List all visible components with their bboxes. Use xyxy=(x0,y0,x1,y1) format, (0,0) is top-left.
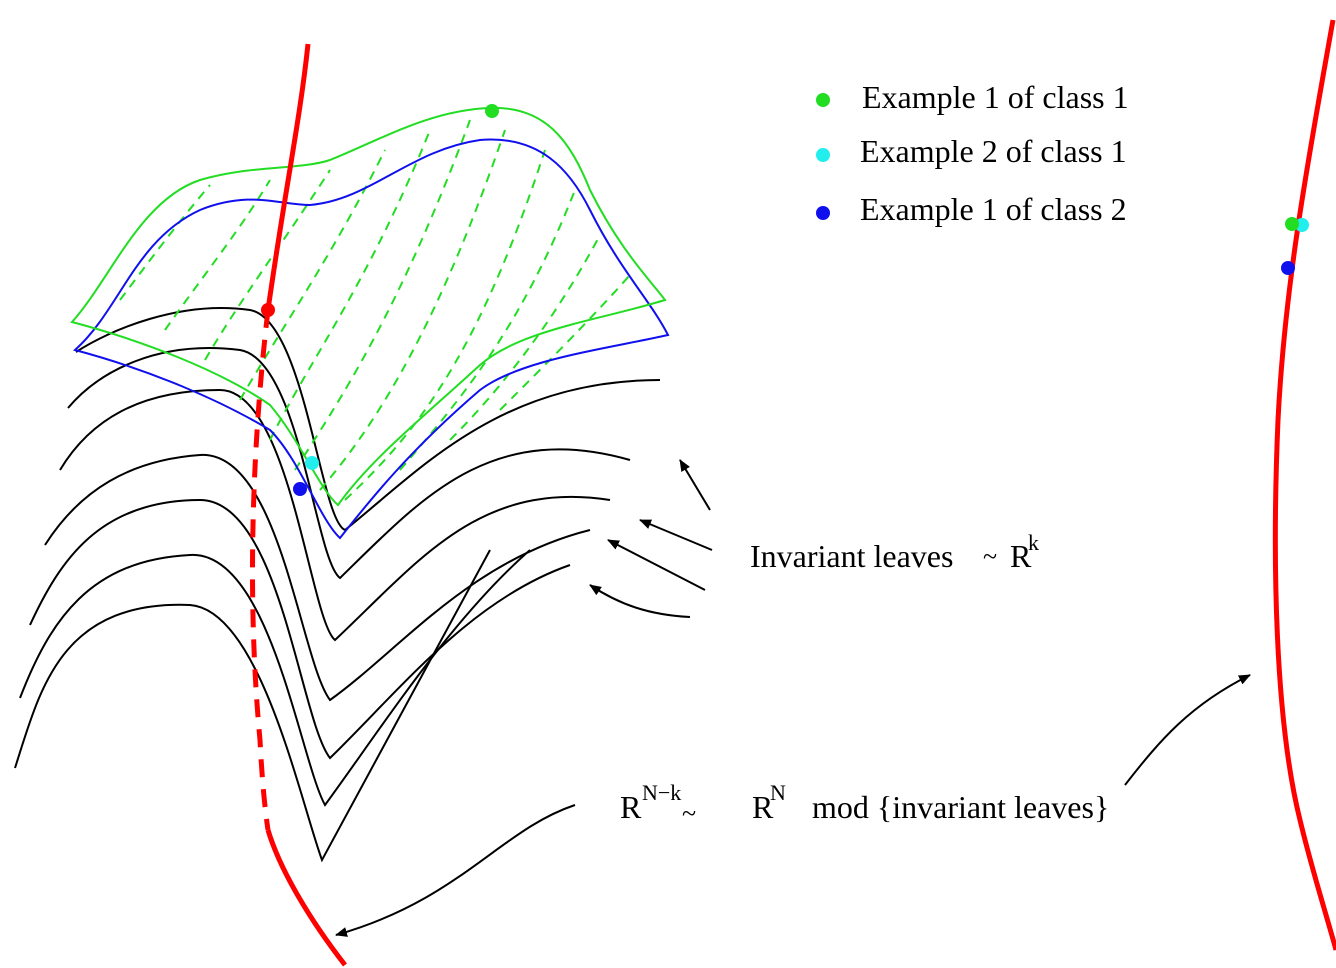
quotient-suffix: mod {invariant leaves} xyxy=(812,789,1109,825)
leaf-6 xyxy=(67,347,631,580)
point-example2-class1 xyxy=(305,456,319,470)
leaf-7 xyxy=(75,307,661,532)
legend-marker-2 xyxy=(816,148,830,162)
arrow-2 xyxy=(639,519,713,551)
leaf-arrows xyxy=(589,459,713,618)
quotient-label: R N−k ~ R N mod {invariant leaves} xyxy=(620,780,1109,828)
legend-label-1: Example 1 of class 1 xyxy=(862,79,1129,115)
arrow-to-right-curve xyxy=(1124,674,1251,786)
transversal-solid-bottom xyxy=(265,829,347,967)
blue-leaf xyxy=(72,138,670,540)
green-leaf xyxy=(70,106,667,507)
leaves-tilde: ~ xyxy=(983,542,997,571)
leaf-2 xyxy=(19,549,531,807)
leaves-base: R xyxy=(1010,538,1032,574)
quotient-curve xyxy=(1272,19,1336,951)
quotient-base2: R xyxy=(752,789,774,825)
transversal-solid-top xyxy=(265,43,311,311)
point-example1-class2 xyxy=(293,482,307,496)
leaf-3 xyxy=(29,498,571,760)
arrow-to-left-curve xyxy=(335,804,576,937)
quotient-sup1: N−k xyxy=(642,780,681,805)
leaves-text: Invariant leaves xyxy=(750,538,953,574)
quotient-tilde: ~ xyxy=(682,799,696,828)
legend-marker-1 xyxy=(816,93,830,107)
legend: Example 1 of class 1 Example 2 of class … xyxy=(816,79,1129,227)
point-example1-class1 xyxy=(485,104,499,118)
leaf-4 xyxy=(44,453,591,702)
intersection-point xyxy=(261,303,275,317)
leaf-1 xyxy=(14,549,491,863)
transversal-dashed xyxy=(250,309,271,831)
quotient-sup2: N xyxy=(770,780,786,805)
projected-example1-class1 xyxy=(1285,217,1299,231)
legend-label-3: Example 1 of class 2 xyxy=(860,191,1127,227)
invariant-leaves xyxy=(14,307,661,863)
projected-example1-class2 xyxy=(1281,261,1295,275)
arrow-4 xyxy=(589,584,691,618)
leaves-sup: k xyxy=(1028,530,1039,555)
quotient-base1: R xyxy=(620,789,642,825)
leaves-label: Invariant leaves ~ R k xyxy=(750,530,1039,574)
leaf-5 xyxy=(59,388,611,642)
arrow-1 xyxy=(679,459,711,511)
arrow-3 xyxy=(607,539,706,591)
legend-marker-3 xyxy=(816,206,830,220)
legend-label-2: Example 2 of class 1 xyxy=(860,133,1127,169)
